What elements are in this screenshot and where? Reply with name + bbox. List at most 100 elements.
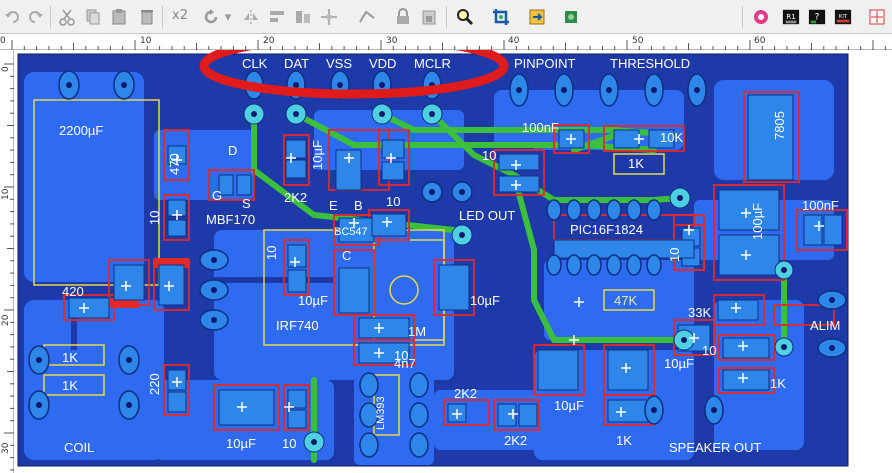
label-470: 470 bbox=[167, 153, 182, 175]
pcb-canvas[interactable]: CLK DAT VSS VDD MCLR PINPOINT THRESHOLD … bbox=[14, 50, 892, 473]
align-icon[interactable] bbox=[318, 6, 340, 28]
chevron-down-icon[interactable]: ▾ bbox=[224, 9, 232, 24]
component-outlines bbox=[63, 91, 848, 431]
undo-icon[interactable] bbox=[2, 6, 24, 28]
label-coil: COIL bbox=[64, 440, 94, 455]
component-centers bbox=[79, 134, 824, 419]
label-2200uf: 2200µF bbox=[59, 123, 103, 138]
kit-icon[interactable]: KIT bbox=[832, 6, 854, 28]
mirror-icon[interactable] bbox=[240, 6, 262, 28]
copy-icon[interactable] bbox=[82, 6, 104, 28]
paste-icon[interactable] bbox=[108, 6, 130, 28]
pin-labels: CLK DAT VSS VDD MCLR PINPOINT THRESHOLD bbox=[242, 56, 690, 71]
ruler-mark: 20 bbox=[263, 36, 275, 46]
pin-label-clk: CLK bbox=[242, 56, 268, 71]
group-icon[interactable] bbox=[266, 6, 288, 28]
label-alim: ALIM bbox=[810, 318, 840, 333]
label-220: 220 bbox=[147, 373, 162, 395]
label-100uf: 100µF bbox=[750, 203, 765, 240]
label-33k: 33K bbox=[688, 305, 711, 320]
ruler-mark: 60 bbox=[754, 36, 766, 46]
svg-text:?: ? bbox=[815, 13, 820, 23]
label-pic: PIC16F1824 bbox=[570, 222, 643, 237]
label-g: G bbox=[212, 188, 222, 203]
label-10k: 10K bbox=[660, 130, 683, 145]
ruler-horizontal: 0 10 20 30 40 50 60 bbox=[0, 34, 892, 50]
label-10-mid: 10 bbox=[482, 148, 496, 163]
label-b: B bbox=[354, 198, 363, 213]
label-c: C bbox=[342, 248, 351, 263]
label-10-top: 10 bbox=[386, 194, 400, 209]
snap-icon[interactable] bbox=[356, 6, 378, 28]
ruler-mark: 40 bbox=[508, 36, 520, 46]
kit-badge-text: KIT bbox=[839, 14, 848, 20]
label-47k: 47K bbox=[614, 293, 637, 308]
magnifier-icon[interactable] bbox=[454, 6, 476, 28]
rotate-icon[interactable] bbox=[200, 6, 222, 28]
cursor-icon[interactable] bbox=[866, 6, 888, 28]
label-irf740: IRF740 bbox=[276, 318, 319, 333]
ungroup-icon[interactable] bbox=[292, 6, 314, 28]
component-labels: 2200µF 10K 7805 100nF 1K 10 LED OUT PIC1… bbox=[59, 111, 840, 455]
pin-label-pinpoint: PINPOINT bbox=[514, 56, 575, 71]
label-1k-b: 1K bbox=[62, 378, 78, 393]
ruler-mark: 30 bbox=[386, 36, 398, 46]
label-1k-bottom: 1K bbox=[616, 433, 632, 448]
zoom-factor[interactable]: x2 bbox=[172, 8, 188, 23]
toolbar-separator bbox=[742, 6, 743, 28]
export-icon[interactable] bbox=[526, 6, 548, 28]
green-traces bbox=[251, 111, 787, 463]
help-icon[interactable]: ? bbox=[806, 6, 828, 28]
ruler-mark: 0 bbox=[1, 66, 11, 72]
red-pads bbox=[109, 258, 189, 308]
pin-label-dat: DAT bbox=[284, 56, 309, 71]
label-10uf-c: 10µF bbox=[664, 356, 694, 371]
label-10-mid2: 10 bbox=[394, 348, 408, 363]
label-mbf170: MBF170 bbox=[206, 212, 255, 227]
crop-icon[interactable] bbox=[490, 6, 512, 28]
redo-icon[interactable] bbox=[24, 6, 46, 28]
label-10uf-b: 10µF bbox=[554, 398, 584, 413]
pin-label-vdd: VDD bbox=[369, 56, 396, 71]
label-10-right: 10 bbox=[667, 248, 682, 262]
cut-icon[interactable] bbox=[56, 6, 78, 28]
delete-icon[interactable] bbox=[136, 6, 158, 28]
ruler-mark: 30 bbox=[1, 442, 11, 454]
highlight-ellipse bbox=[199, 50, 509, 99]
lock-icon[interactable] bbox=[392, 6, 414, 28]
record-icon[interactable] bbox=[750, 6, 772, 28]
ruler-mark: 10 bbox=[140, 36, 152, 46]
label-10uf-top: 10µF bbox=[310, 140, 325, 170]
label-10uf-mid: 10µF bbox=[298, 293, 328, 308]
r1-icon[interactable]: R1 bbox=[780, 6, 802, 28]
label-e: E bbox=[329, 198, 338, 213]
ruler-mark: 0 bbox=[0, 36, 6, 46]
toolbar-separator bbox=[50, 6, 51, 28]
label-10uf-right: 10µF bbox=[470, 293, 500, 308]
label-s: S bbox=[242, 196, 251, 211]
label-10-bottom2: 10 bbox=[282, 436, 296, 451]
toolbar-separator bbox=[162, 6, 163, 28]
label-4n7: 4n7 bbox=[394, 356, 416, 371]
label-100nf-top: 100nF bbox=[522, 120, 559, 135]
label-10-irf: 10 bbox=[264, 246, 279, 260]
label-2k2-a: 2K2 bbox=[454, 386, 477, 401]
label-7805: 7805 bbox=[772, 111, 787, 140]
label-led-out: LED OUT bbox=[459, 208, 515, 223]
label-1k-a: 1K bbox=[62, 350, 78, 365]
r1-badge-text: R1 bbox=[786, 12, 796, 21]
label-bc547: BC547 bbox=[334, 226, 368, 238]
label-10-left: 10 bbox=[147, 211, 162, 225]
label-100nf-right: 100nF bbox=[802, 198, 839, 213]
label-1k-right: 1K bbox=[770, 376, 786, 391]
label-2k2-top: 2K2 bbox=[284, 190, 307, 205]
label-speaker-out: SPEAKER OUT bbox=[669, 440, 762, 455]
label-lm393: LM393 bbox=[375, 396, 387, 430]
ruler-mark: 10 bbox=[1, 188, 11, 200]
component-icon[interactable] bbox=[560, 6, 582, 28]
lock-icon-2[interactable] bbox=[418, 6, 440, 28]
ruler-vertical: 0 10 20 30 bbox=[0, 50, 14, 473]
pin-label-mclr: MCLR bbox=[414, 56, 451, 71]
label-1m: 1M bbox=[408, 324, 426, 339]
label-10uf-bottom: 10µF bbox=[226, 436, 256, 451]
